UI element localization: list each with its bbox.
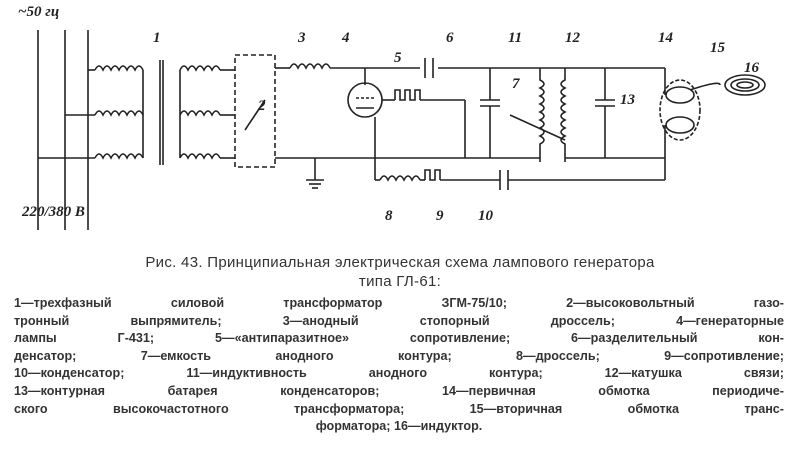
component-number-labels: 1 2 3 4 5 6 7 8 9 10 11 12 13 14 15 16 — [153, 30, 760, 224]
legend-line: 1—трехфазный силовой трансформатор ЗГМ-7… — [14, 296, 784, 310]
label-7: 7 — [512, 76, 520, 92]
resistor-5 — [382, 89, 466, 158]
legend-line: 10—конденсатор; 11—индуктивность анодног… — [14, 366, 784, 381]
label-3: 3 — [297, 30, 306, 46]
label-2: 2 — [257, 98, 266, 114]
capacitor-13 — [595, 68, 615, 158]
label-10: 10 — [478, 208, 494, 224]
legend-line: денсатор; 7—емкость анодного контура; 8—… — [14, 348, 784, 363]
lower-branch — [374, 158, 666, 190]
label-16: 16 — [744, 60, 760, 76]
supply-voltage-label: 220/380 В — [21, 204, 85, 220]
capacitor-7 — [480, 68, 500, 158]
label-8: 8 — [385, 208, 393, 224]
legend-line: ского высокочастотного трансформатора; 1… — [14, 401, 784, 416]
label-6: 6 — [446, 30, 454, 46]
supply-lines — [37, 30, 95, 230]
coupling-coil-12 — [560, 68, 665, 162]
lamp-4 — [347, 82, 383, 158]
legend-line: тронный выпрямитель; 3—анодный стопорный… — [14, 313, 784, 328]
inductor-16 — [724, 74, 766, 96]
main-wires — [275, 63, 665, 189]
figure-caption-line-2: типа ГЛ-61: — [358, 273, 442, 290]
legend-line: лампы Г-431; 5—«антипаразитное» сопротив… — [14, 331, 784, 346]
rectifier-2 — [234, 54, 276, 168]
capacitor-6 — [424, 58, 434, 78]
label-14: 14 — [658, 30, 674, 46]
hf-transformer-14-15 — [659, 68, 721, 158]
label-15: 15 — [710, 40, 726, 56]
supply-frequency-label: ~50 гц — [18, 4, 59, 20]
figure-caption-line-1: Рис. 43. Принципиальная электрическая сх… — [145, 254, 655, 271]
label-5: 5 — [394, 50, 402, 66]
transformer-1 — [94, 60, 235, 165]
legend-line: 13—контурная батарея конденсаторов; 14—п… — [14, 383, 784, 398]
label-13: 13 — [620, 92, 636, 108]
inductance-11 — [509, 68, 566, 162]
figure-legend: 1—трехфазный силовой трансформатор ЗГМ-7… — [14, 295, 784, 436]
legend-line: форматора; 16—индуктор. — [315, 419, 483, 434]
label-1: 1 — [153, 30, 161, 46]
circuit-schematic: ~50 гц 220/380 В — [18, 4, 766, 230]
label-11: 11 — [508, 30, 522, 46]
label-12: 12 — [565, 30, 581, 46]
label-4: 4 — [341, 30, 350, 46]
label-9: 9 — [436, 208, 444, 224]
